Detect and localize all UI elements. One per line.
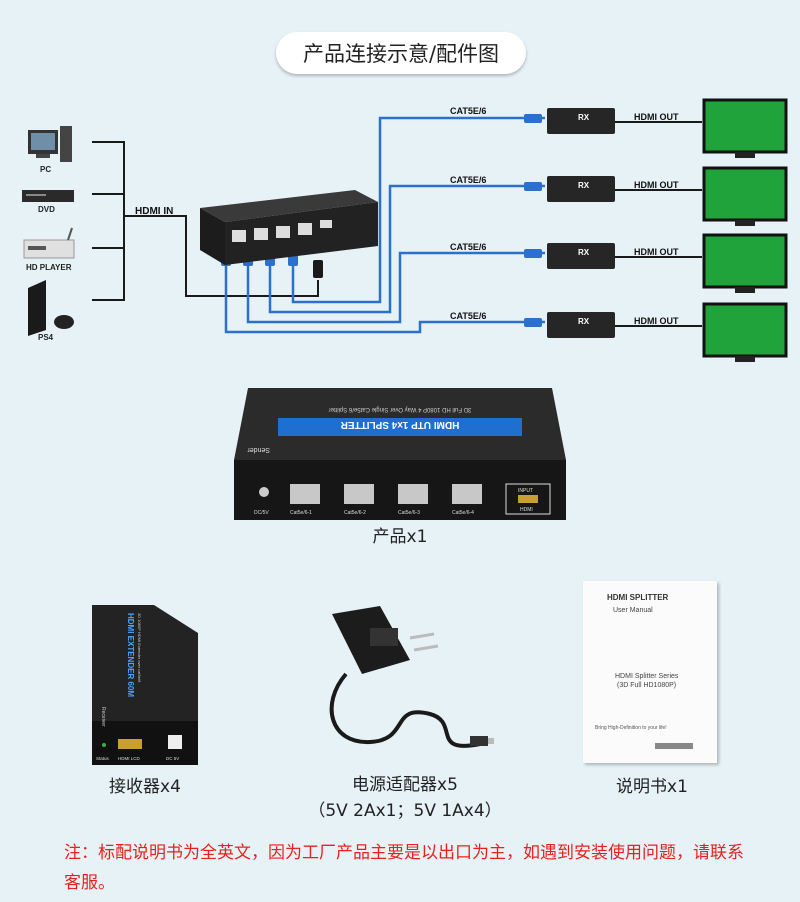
receiver-row-4: RX xyxy=(547,302,788,362)
port-label: Cat5e/6-4 xyxy=(452,510,474,516)
connection-diagram: PC DVD HD PLAYER PS4 HDMI IN CAT5E/6 CAT… xyxy=(22,98,788,362)
source-label: PC xyxy=(40,165,51,174)
adapter-caption-line1: 电源适配器x5 xyxy=(352,775,458,795)
manual-series-line2: (3D Full HD1080P) xyxy=(617,682,677,689)
receiver-hdmi-lcd: HDMI LCD xyxy=(118,756,141,761)
port-dc-label: DC/5V xyxy=(254,510,269,516)
receiver-line2: 3D 1080P HDMI Extender over cat5e/6 xyxy=(137,613,142,683)
input-label: INPUT xyxy=(518,488,533,494)
hdmi-label: HDMI xyxy=(520,507,533,513)
source-label: DVD xyxy=(38,205,55,214)
receiver-image: HDMI EXTENDER 60M 3D 1080P HDMI Extender… xyxy=(92,605,198,765)
cat-label: CAT5E/6 xyxy=(450,106,486,116)
ps4-icon xyxy=(28,280,74,336)
receiver-row-2: RX xyxy=(547,166,788,226)
receiver-line1: HDMI EXTENDER 60M xyxy=(126,613,135,697)
cat-label: CAT5E/6 xyxy=(450,311,486,321)
splitter-unit xyxy=(200,190,378,265)
manual-series-line1: HDMI Splitter Series xyxy=(615,673,679,680)
cat-label: CAT5E/6 xyxy=(450,175,486,185)
power-adapter-icon xyxy=(329,606,494,748)
hdmi-logo-icon xyxy=(655,743,693,749)
manual-tagline: Bring High-Definition to your life! xyxy=(595,725,667,731)
manual-caption: 说明书x1 xyxy=(616,777,688,797)
hdmi-in-cables xyxy=(92,141,319,301)
source-label: PS4 xyxy=(38,333,54,342)
rx-label: RX xyxy=(578,317,590,326)
port-label: Cat5e/6-1 xyxy=(290,510,312,516)
dvd-player-icon xyxy=(22,190,74,202)
cat-cables xyxy=(224,116,545,334)
receiver-row-1: RX xyxy=(547,98,788,158)
receiver-row-3: RX xyxy=(547,233,788,293)
receiver-status: Status xyxy=(96,756,110,761)
hdmi-plug xyxy=(313,260,323,278)
sender-label: Sender xyxy=(247,446,270,453)
hdmi-out-label: HDMI OUT xyxy=(634,247,679,257)
hdmi-out-label: HDMI OUT xyxy=(634,316,679,326)
source-label: HD PLAYER xyxy=(26,263,72,272)
product-splitter-image: HDMI UTP 1x4 SPLITTER 3D Full HD 1080P 4… xyxy=(234,388,566,520)
pc-icon xyxy=(28,126,72,162)
product-top-line2: HDMI UTP 1x4 SPLITTER xyxy=(340,419,460,430)
hdmi-out-label: HDMI OUT xyxy=(634,180,679,190)
manual-subtitle: User Manual xyxy=(613,607,653,614)
user-manual-image: HDMI SPLITTER User Manual HDMI Splitter … xyxy=(583,581,717,763)
receiver-caption: 接收器x4 xyxy=(109,777,181,797)
receiver-side-label: Receiver xyxy=(100,707,106,727)
hd-player-icon xyxy=(23,227,75,259)
cat-label: CAT5E/6 xyxy=(450,242,486,252)
rx-label: RX xyxy=(578,181,590,190)
port-label: Cat5e/6-2 xyxy=(344,510,366,516)
hdmi-out-label: HDMI OUT xyxy=(634,112,679,122)
page-title: 产品连接示意/配件图 xyxy=(276,32,526,74)
product-caption: 产品x1 xyxy=(372,527,428,547)
adapter-caption-line2: （5V 2Ax1；5V 1Ax4） xyxy=(308,801,502,821)
hdmi-in-label: HDMI IN xyxy=(135,206,173,217)
note-text: 注：标配说明书为全英文，因为工厂产品主要是以出口为主，如遇到安装使用问题，请联系… xyxy=(64,843,744,893)
manual-title: HDMI SPLITTER xyxy=(607,593,669,602)
rx-label: RX xyxy=(578,248,590,257)
port-label: Cat5e/6-3 xyxy=(398,510,420,516)
receiver-dc: DC 5V xyxy=(166,756,179,761)
rx-label: RX xyxy=(578,113,590,122)
adapter-caption: 电源适配器x5 （5V 2Ax1；5V 1Ax4） xyxy=(300,772,510,824)
product-top-line1: 3D Full HD 1080P 4 Way Over Single Cat5e… xyxy=(329,406,472,412)
